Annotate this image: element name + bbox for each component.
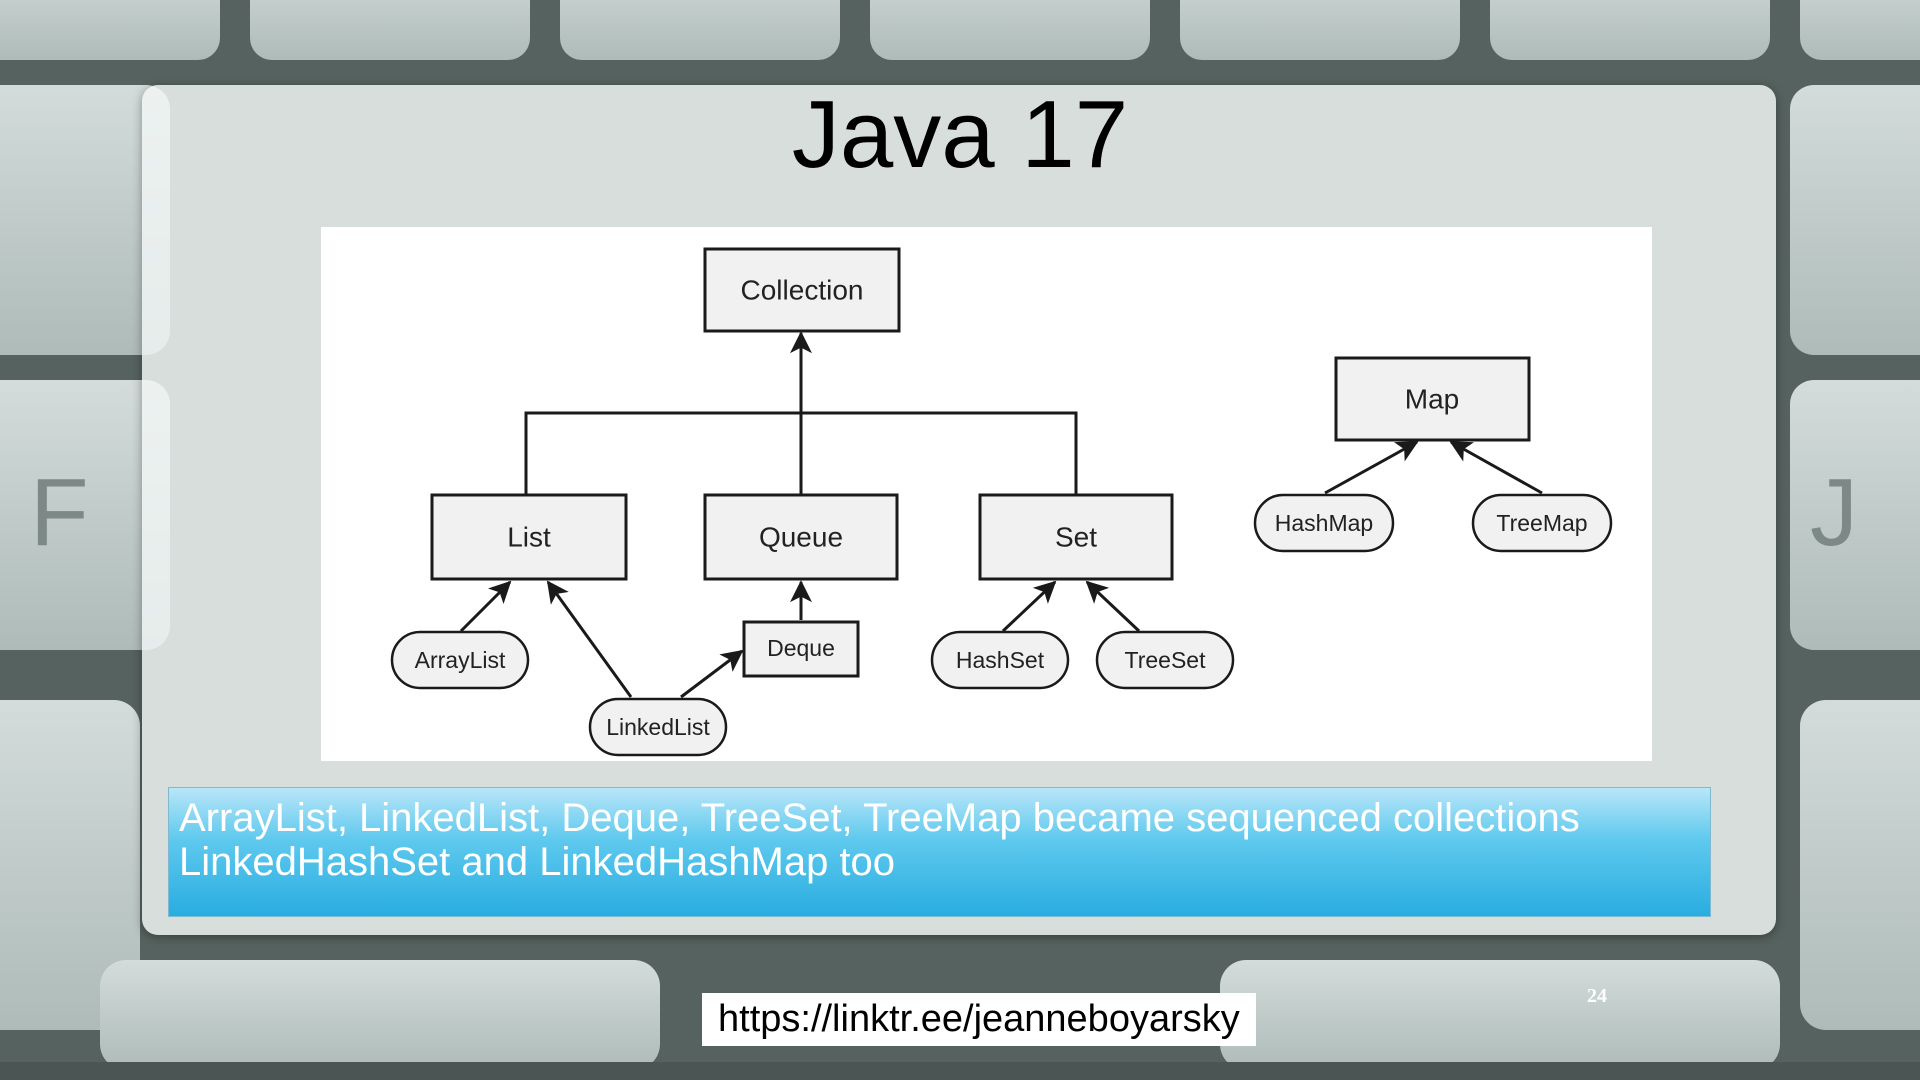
edge-hashset-to-set bbox=[1001, 580, 1057, 633]
node-queue-label: Queue bbox=[759, 522, 843, 553]
linktree-url[interactable]: https://linktr.ee/jeanneboyarsky bbox=[702, 993, 1256, 1046]
node-arraylist: ArrayList bbox=[390, 630, 530, 690]
node-collection-label: Collection bbox=[741, 275, 864, 306]
node-deque: Deque bbox=[742, 620, 860, 678]
node-treemap: TreeMap bbox=[1471, 493, 1613, 553]
node-map-label: Map bbox=[1405, 384, 1459, 415]
edge-treemap-to-map bbox=[1449, 440, 1543, 495]
svg-text:J: J bbox=[1810, 459, 1858, 566]
slide-title: Java 17 bbox=[791, 81, 1129, 188]
node-hashset: HashSet bbox=[930, 630, 1070, 690]
svg-text:F: F bbox=[30, 459, 89, 566]
node-set: Set bbox=[978, 493, 1174, 581]
node-set-label: Set bbox=[1055, 522, 1097, 553]
node-linkedlist: LinkedList bbox=[588, 697, 728, 757]
diagram-canvas: Collection List Queue Set Map Deque Arra… bbox=[390, 247, 1613, 757]
node-list-label: List bbox=[507, 522, 551, 553]
node-hashset-label: HashSet bbox=[956, 647, 1045, 673]
node-linkedlist-label: LinkedList bbox=[606, 714, 710, 740]
edge-treeset-to-set bbox=[1085, 580, 1141, 633]
node-treeset-label: TreeSet bbox=[1125, 647, 1207, 673]
node-treeset: TreeSet bbox=[1095, 630, 1235, 690]
collections-diagram: Collection List Queue Set Map Deque Arra… bbox=[321, 227, 1652, 761]
node-arraylist-label: ArrayList bbox=[415, 647, 506, 673]
note-line-2: LinkedHashSet and LinkedHashMap too bbox=[179, 840, 896, 884]
node-hashmap-label: HashMap bbox=[1275, 510, 1373, 536]
node-collection: Collection bbox=[703, 247, 901, 333]
note-line-1: ArrayList, LinkedList, Deque, TreeSet, T… bbox=[179, 796, 1580, 840]
edge-linkedlist-to-list bbox=[546, 580, 633, 698]
page-number: 24 bbox=[1587, 985, 1607, 1007]
node-treemap-label: TreeMap bbox=[1496, 510, 1587, 536]
edge-linkedlist-to-deque bbox=[680, 649, 744, 699]
edge-hashmap-to-map bbox=[1324, 440, 1419, 495]
node-map: Map bbox=[1334, 356, 1531, 442]
node-list: List bbox=[430, 493, 628, 581]
edge-arraylist-to-list bbox=[459, 580, 512, 633]
note-callout: ArrayList, LinkedList, Deque, TreeSet, T… bbox=[168, 787, 1711, 917]
node-hashmap: HashMap bbox=[1253, 493, 1395, 553]
node-queue: Queue bbox=[703, 493, 899, 581]
node-deque-label: Deque bbox=[767, 635, 835, 661]
